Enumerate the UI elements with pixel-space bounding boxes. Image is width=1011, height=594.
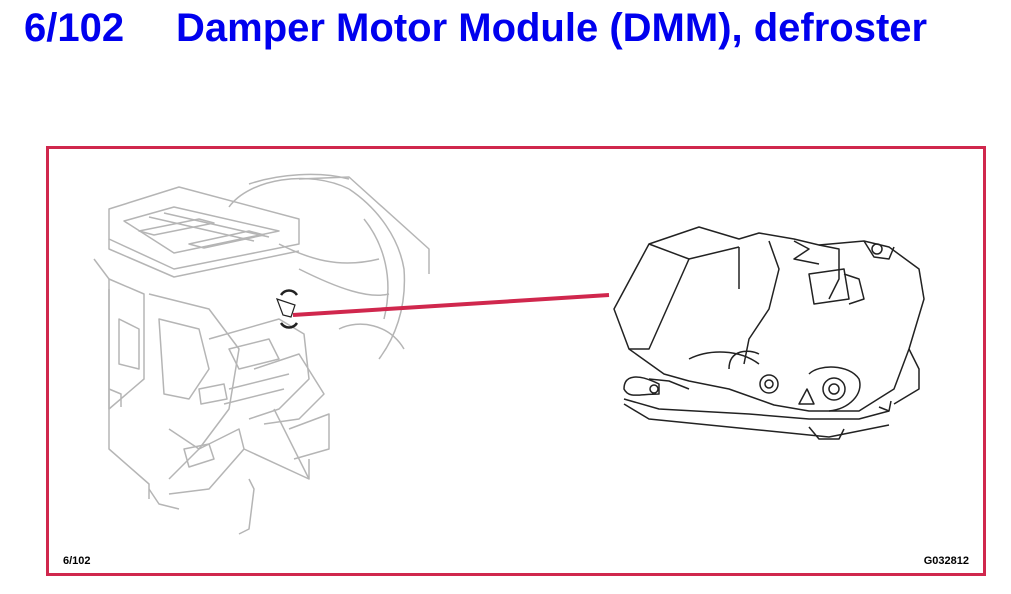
figure-illustration <box>93 173 925 535</box>
figure-caption-right: G032812 <box>923 555 969 567</box>
hvac-unit-drawing <box>93 173 430 535</box>
figure-caption-left: 6/102 <box>63 555 91 567</box>
damper-motor-drawing <box>613 226 925 440</box>
page-title: Damper Motor Module (DMM), defroster <box>176 6 928 50</box>
figure-frame: 6/102 G032812 <box>46 146 986 576</box>
page-number: 6/102 <box>24 6 125 50</box>
leader-line <box>292 293 610 317</box>
dmm-location-marker <box>275 289 299 329</box>
